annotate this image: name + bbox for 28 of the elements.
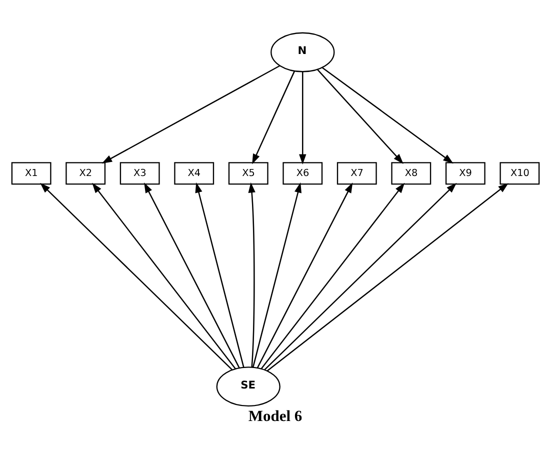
arrow <box>102 65 280 164</box>
arrow <box>266 183 508 372</box>
node-box: X8 <box>391 162 432 185</box>
arrow <box>252 182 302 368</box>
node-box: X6 <box>282 162 323 185</box>
arrow <box>264 182 457 370</box>
node-box: X4 <box>174 162 214 185</box>
node-box: X5 <box>228 162 268 185</box>
arrow <box>252 70 296 164</box>
arrow <box>92 182 236 370</box>
arrow <box>195 182 244 368</box>
arrow <box>144 182 240 368</box>
node-box: X9 <box>445 162 486 185</box>
caption: Model 6 <box>248 408 302 426</box>
node-box: X7 <box>336 162 377 185</box>
node-ellipse: SE <box>216 366 280 407</box>
arrow <box>260 182 405 370</box>
node-box: X1 <box>11 162 52 185</box>
node-box: X10 <box>500 162 540 185</box>
arrow <box>299 72 306 165</box>
arrow <box>317 69 404 164</box>
arrow <box>322 67 454 164</box>
arrow <box>40 182 232 370</box>
node-ellipse: N <box>270 32 335 72</box>
arrow <box>248 182 256 368</box>
arrow <box>256 182 353 368</box>
node-box: X3 <box>120 162 160 185</box>
node-box: X2 <box>66 162 106 185</box>
